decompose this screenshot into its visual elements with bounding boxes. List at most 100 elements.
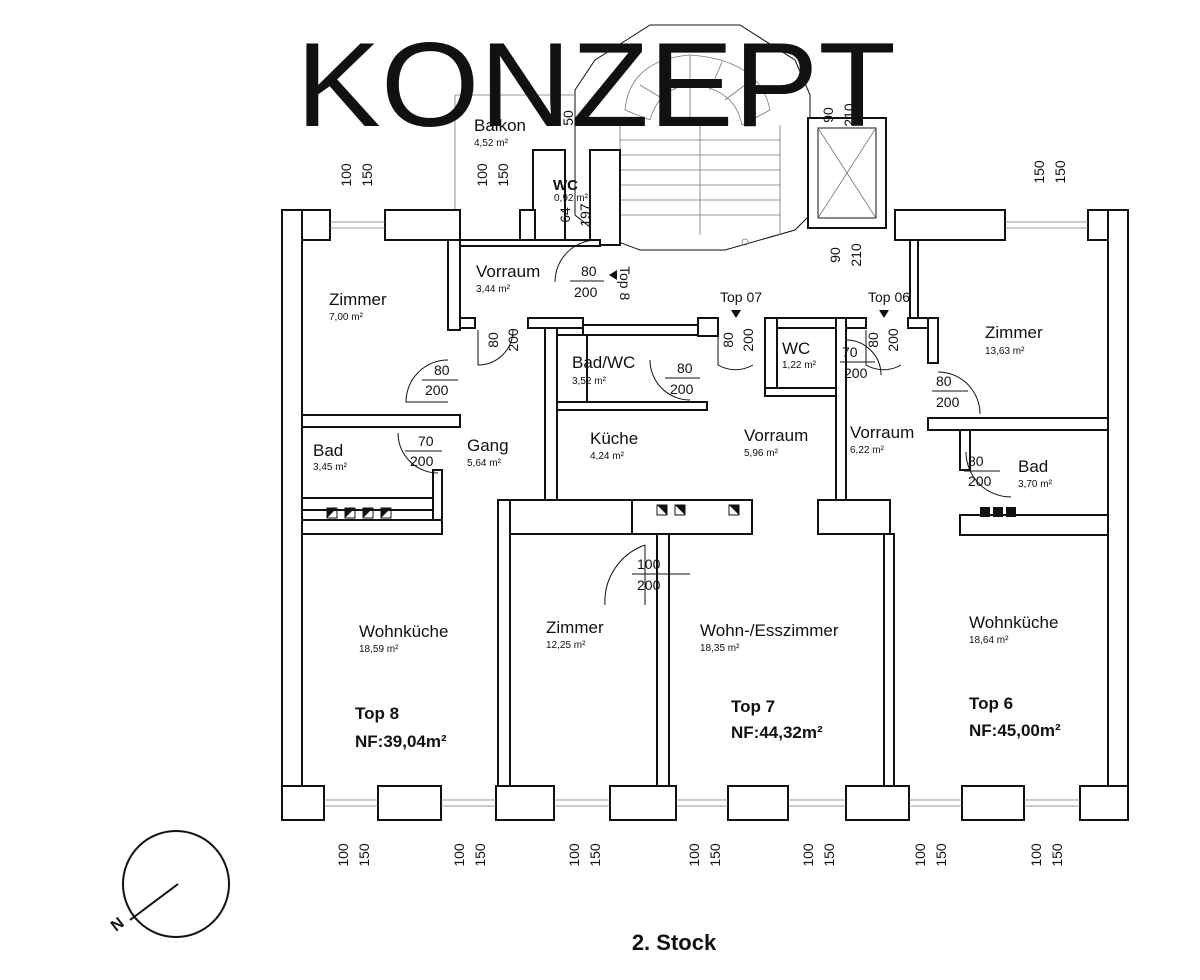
dim-label: 150 (495, 163, 511, 187)
floor-label: 2. Stock (632, 930, 717, 955)
room-area: 18,64 m² (969, 635, 1009, 646)
dim-label: 100 (335, 843, 351, 867)
room-name: Bad/WC (572, 353, 635, 372)
dim-label: 100 (912, 843, 928, 867)
outer-walls (281, 209, 1129, 821)
dim-label: 100 (451, 843, 467, 867)
dim-label: 150 (1031, 160, 1047, 184)
room-name: Zimmer (546, 618, 604, 637)
unit-net-area: NF:39,04m² (355, 732, 447, 751)
dim-label: 210 (848, 243, 864, 267)
room-area: 5,64 m² (467, 458, 502, 469)
dim-label: 200 (885, 328, 901, 352)
unit-name: Top 7 (731, 697, 775, 716)
dim-label: 100 (686, 843, 702, 867)
room-name: Bad (313, 441, 343, 460)
dim-label: 64 (557, 207, 573, 223)
room-area: 6,22 m² (850, 445, 885, 456)
dim-label: 200 (740, 328, 756, 352)
dim-label: 210 (841, 103, 857, 127)
room-area: 18,35 m² (700, 643, 740, 654)
dim-label: 150 (821, 843, 837, 867)
dim-label: 80 (581, 263, 597, 279)
unit-name: Top 6 (969, 694, 1013, 713)
dim-label: 80 (720, 332, 736, 348)
room-area: 7,00 m² (329, 312, 364, 323)
dim-label: 150 (359, 163, 375, 187)
dim-label: 100 (474, 163, 490, 187)
dim-label: 80 (865, 332, 881, 348)
dim-label: 150 (1052, 160, 1068, 184)
room-name: Wohnküche (359, 622, 448, 641)
room-name: Wohn-/Esszimmer (700, 621, 839, 640)
room-area: 3,52 m² (572, 376, 607, 387)
staircase (574, 24, 811, 251)
room-area: 3,44 m² (476, 284, 511, 295)
dim-label: 150 (707, 843, 723, 867)
room-name: WC (553, 177, 578, 194)
room-area: 0,92 m² (554, 193, 589, 204)
elevator-shaft (807, 117, 887, 229)
dim-label: 200 (505, 328, 521, 352)
watermark: KONZEPT (296, 18, 896, 152)
dim-label: 80 (936, 373, 952, 389)
room-name: Vorraum (850, 423, 914, 442)
room-name: WC (782, 339, 810, 358)
entry-tag: Top 06 (868, 289, 910, 305)
dim-label: 197 (577, 203, 593, 227)
unit-labels: Top 8 NF:39,04m² Top 7 NF:44,32m² Top 6 … (355, 694, 1061, 751)
windows (324, 221, 1088, 807)
north-arrow: N (108, 830, 230, 938)
dim-label: 100 (637, 556, 661, 572)
room-area: 4,24 m² (590, 451, 625, 462)
unit-net-area: NF:45,00m² (969, 721, 1061, 740)
dim-label: 100 (1028, 843, 1044, 867)
dim-label: 150 (472, 843, 488, 867)
dim-label: 150 (587, 843, 603, 867)
dim-label: 100 (566, 843, 582, 867)
room-name: Küche (590, 429, 638, 448)
dim-label: 150 (356, 843, 372, 867)
dim-label: 80 (968, 453, 984, 469)
dim-label: 150 (933, 843, 949, 867)
window-dimensions: 100 150 100 150 150 150 90 210 90 210 10… (335, 103, 1068, 867)
room-area: 4,52 m² (474, 138, 509, 149)
room-name: Zimmer (329, 290, 387, 309)
unit-name: Top 8 (355, 704, 399, 723)
shaft-markers (326, 270, 1016, 519)
entry-tag: Top 8 (617, 266, 633, 300)
room-labels: Balkon 4,52 m² WC 0,92 m² Vorraum 3,44 m… (313, 116, 1058, 655)
dim-label: 80 (485, 332, 501, 348)
dim-label: 200 (574, 284, 598, 300)
dim-label: 100 (338, 163, 354, 187)
room-area: 5,96 m² (744, 448, 779, 459)
dim-label: 200 (410, 453, 434, 469)
dim-label: 50 (560, 110, 576, 126)
dim-label: 200 (425, 382, 449, 398)
entry-tag: Top 07 (720, 289, 762, 305)
dim-label: 200 (637, 577, 661, 593)
room-area: 3,70 m² (1018, 479, 1053, 490)
dim-label: 70 (842, 344, 858, 360)
room-name: Bad (1018, 457, 1048, 476)
unit-net-area: NF:44,32m² (731, 723, 823, 742)
dim-label: 100 (800, 843, 816, 867)
room-area: 3,45 m² (313, 462, 348, 473)
dim-label: 90 (820, 107, 836, 123)
room-name: Wohnküche (969, 613, 1058, 632)
room-area: 12,25 m² (546, 640, 586, 651)
dim-label: 80 (677, 360, 693, 376)
room-name: Vorraum (476, 262, 540, 281)
dim-label: 200 (936, 394, 960, 410)
balcony (454, 94, 621, 246)
north-label: N (108, 915, 128, 936)
interior-walls (301, 239, 1109, 787)
entry-tags: Top 8 Top 07 Top 06 (617, 266, 910, 305)
room-area: 1,22 m² (782, 360, 817, 371)
room-name: Vorraum (744, 426, 808, 445)
door-dimensions: 80 200 70 200 80 200 80 200 70 200 80 20… (405, 110, 1000, 593)
dim-label: 80 (434, 362, 450, 378)
dim-label: 200 (968, 473, 992, 489)
dim-label: 70 (418, 433, 434, 449)
